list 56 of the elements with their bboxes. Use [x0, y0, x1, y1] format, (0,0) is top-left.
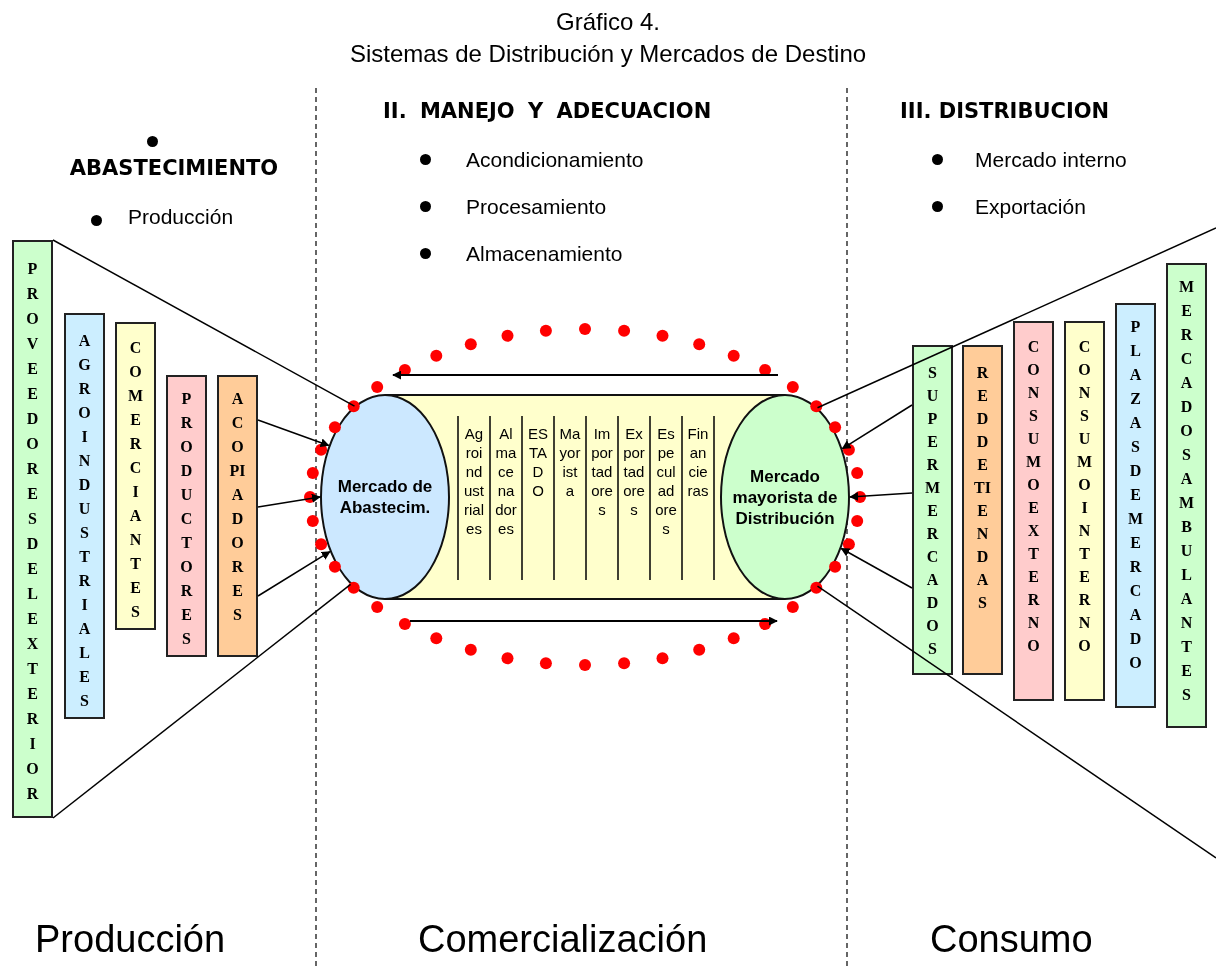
vertical-bar: [217, 375, 258, 657]
stage-label: Producción: [35, 918, 226, 961]
arrow: [257, 493, 321, 508]
bullet-text: Procesamiento: [466, 195, 607, 219]
vertical-label: PLAZASDEMERCADO: [1126, 317, 1145, 673]
vertical-bar: [962, 345, 1003, 675]
arrow: [257, 419, 330, 447]
bullet-text: Almacenamiento: [466, 242, 623, 266]
arrow: [849, 492, 913, 501]
connector-line: [52, 583, 352, 819]
vertical-label: COMERCIANTES: [126, 338, 145, 622]
figure-number: Gráfico 4.: [554, 8, 661, 36]
vertical-bar: [1013, 321, 1054, 701]
stage-label: Consumo: [930, 918, 1093, 961]
vertical-bar: [12, 240, 53, 818]
vertical-bar: [64, 313, 105, 719]
vertical-label: RED DETIENDAS: [973, 363, 992, 613]
arrow: [840, 547, 913, 589]
column-label: Almacenadores: [495, 424, 517, 538]
vertical-bar: [912, 345, 953, 675]
bullet-text: Mercado interno: [975, 148, 1127, 172]
column-label: Exportadores: [623, 424, 645, 519]
vertical-label: PRODUCTORES: [179, 389, 194, 649]
vertical-label: CONSUMO INTERNO: [1075, 337, 1094, 656]
ellipse-label: Mercado de Abastecim.: [336, 476, 434, 518]
connector-line: [816, 227, 1216, 409]
section-heading: II. MANEJO Y ADECUACION: [383, 99, 712, 123]
ellipse-label: Mercado mayorista de Distribución: [731, 465, 839, 529]
bullet-text: Producción: [128, 205, 234, 229]
vertical-label: ACOPIADORES: [228, 389, 247, 625]
column-label: ESTADO: [527, 424, 549, 500]
section-heading: ABASTECIMIENTO: [68, 156, 280, 180]
column-label: Importadores: [591, 424, 613, 519]
column-label: Especuladores: [655, 424, 677, 538]
diagram-title: Sistemas de Distribución y Mercados de Destino: [348, 40, 868, 68]
vertical-bar: [1115, 303, 1156, 708]
connector-line: [52, 239, 356, 407]
bullet-text: Exportación: [975, 195, 1086, 219]
column-label: Mayorista: [559, 424, 581, 500]
arrow: [841, 404, 913, 450]
arrow: [257, 550, 331, 597]
bullet-text: Acondicionamiento: [466, 148, 644, 172]
vertical-label: PROVEEDORESDELEXTERIOR: [25, 259, 40, 804]
stage-label: Comercialización: [418, 918, 708, 961]
vertical-label: AGROINDUSTRIALES: [77, 331, 92, 711]
vertical-bar: [1064, 321, 1105, 701]
section-heading: III. DISTRIBUCION: [900, 99, 1110, 123]
vertical-bar: [1166, 263, 1207, 728]
column-label: Agroindustriales: [463, 424, 485, 538]
vertical-bar: [115, 322, 156, 630]
column-label: Financieras: [687, 424, 709, 500]
connector-line: [816, 585, 1216, 859]
vertical-label: MERCADOSAMBULANTES: [1177, 277, 1196, 705]
vertical-label: CONSUMO EXTERNO: [1024, 337, 1043, 656]
vertical-label: SUPERMERCADOS: [923, 363, 942, 659]
vertical-bar: [166, 375, 207, 657]
